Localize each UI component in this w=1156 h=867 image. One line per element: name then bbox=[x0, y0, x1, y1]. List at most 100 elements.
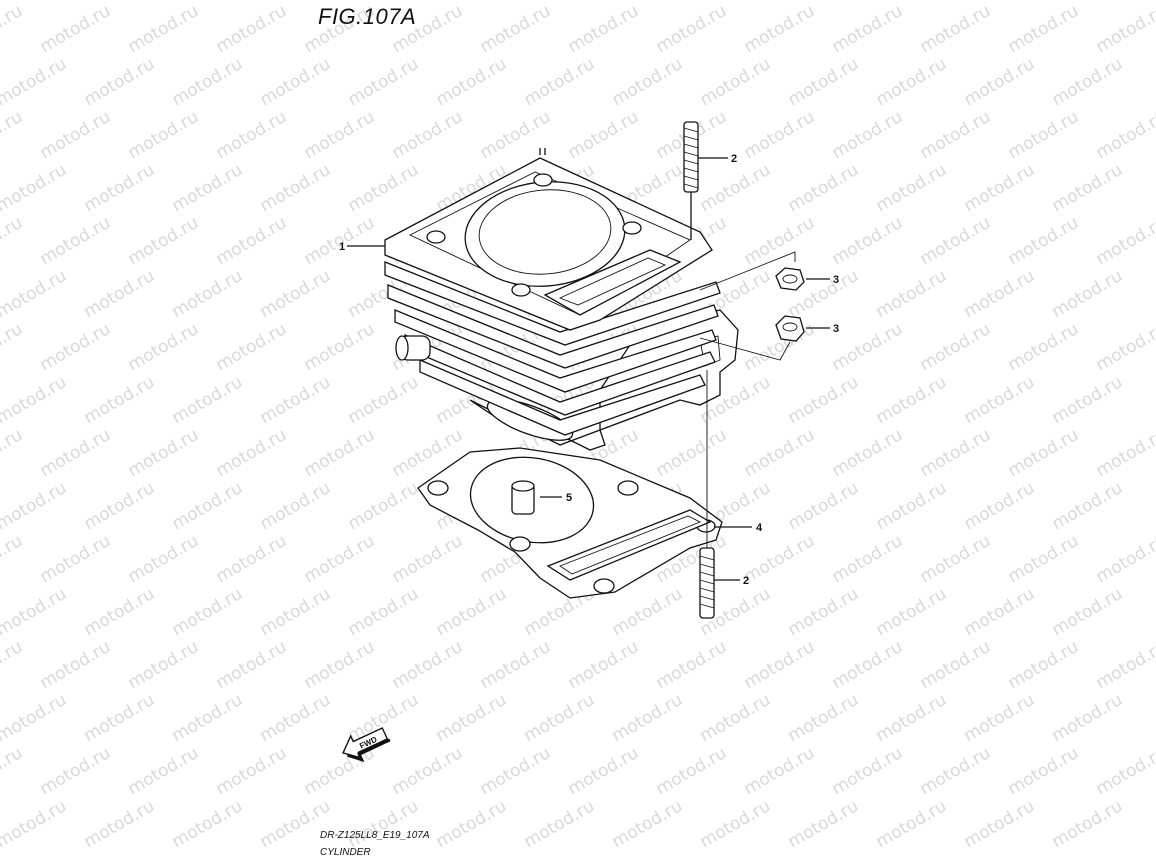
watermark-text: motod.ru bbox=[169, 372, 247, 428]
fwd-arrow-icon: FWD bbox=[342, 727, 391, 763]
watermark-text: motod.ru bbox=[785, 584, 863, 640]
watermark-text: motod.ru bbox=[961, 160, 1039, 216]
watermark-text: motod.ru bbox=[125, 107, 203, 163]
watermark-text: motod.ru bbox=[81, 796, 159, 852]
reference-code: DR-Z125LL8_E19_107A bbox=[320, 830, 430, 841]
watermark-text: motod.ru bbox=[829, 531, 907, 587]
watermark-text: motod.ru bbox=[0, 213, 26, 269]
dowel-pin-part-5[interactable] bbox=[511, 480, 535, 515]
watermark-text: motod.ru bbox=[389, 531, 467, 587]
watermark-text: motod.ru bbox=[301, 107, 379, 163]
watermark-text: motod.ru bbox=[81, 54, 159, 110]
watermark-text: motod.ru bbox=[1005, 107, 1083, 163]
watermark-text: motod.ru bbox=[1093, 425, 1156, 481]
watermark-text: motod.ru bbox=[213, 743, 291, 799]
watermark-text: motod.ru bbox=[257, 54, 335, 110]
watermark-text: motod.ru bbox=[609, 584, 687, 640]
watermark-text: motod.ru bbox=[0, 425, 26, 481]
watermark-text: motod.ru bbox=[1049, 478, 1127, 534]
watermark-text: motod.ru bbox=[653, 637, 731, 693]
watermark-text: motod.ru bbox=[565, 1, 643, 57]
watermark-text: motod.ru bbox=[345, 584, 423, 640]
watermark-text: motod.ru bbox=[257, 266, 335, 322]
watermark-text: motod.ru bbox=[345, 54, 423, 110]
gasket-part-4[interactable] bbox=[417, 447, 723, 599]
watermark-text: motod.ru bbox=[345, 160, 423, 216]
watermark-text: motod.ru bbox=[0, 1, 26, 57]
watermark-text: motod.ru bbox=[81, 690, 159, 746]
watermark-text: motod.ru bbox=[213, 425, 291, 481]
watermark-text: motod.ru bbox=[0, 531, 26, 587]
watermark-text: motod.ru bbox=[37, 743, 115, 799]
watermark-text: motod.ru bbox=[37, 1, 115, 57]
nut-top-part-3[interactable] bbox=[775, 267, 805, 291]
watermark-text: motod.ru bbox=[873, 584, 951, 640]
watermark-text: motod.ru bbox=[433, 54, 511, 110]
watermark-text: motod.ru bbox=[257, 372, 335, 428]
figure-title: FIG.107A bbox=[318, 4, 417, 29]
watermark-text: motod.ru bbox=[169, 0, 247, 4]
watermark-text: motod.ru bbox=[1049, 584, 1127, 640]
watermark-text: motod.ru bbox=[917, 743, 995, 799]
watermark-text: motod.ru bbox=[917, 425, 995, 481]
watermark-text: motod.ru bbox=[81, 160, 159, 216]
watermark-text: motod.ru bbox=[785, 0, 863, 4]
part-name: CYLINDER bbox=[320, 847, 371, 858]
watermark-text: motod.ru bbox=[1005, 531, 1083, 587]
watermark-text: motod.ru bbox=[81, 478, 159, 534]
watermark-text: motod.ru bbox=[609, 54, 687, 110]
watermark-text: motod.ru bbox=[81, 266, 159, 322]
watermark-text: motod.ru bbox=[125, 319, 203, 375]
watermark-text: motod.ru bbox=[301, 637, 379, 693]
watermark-text: motod.ru bbox=[0, 372, 70, 428]
watermark-text: motod.ru bbox=[125, 213, 203, 269]
watermark-text: motod.ru bbox=[213, 319, 291, 375]
watermark-text: motod.ru bbox=[0, 160, 70, 216]
watermark-text: motod.ru bbox=[1093, 743, 1156, 799]
watermark-text: motod.ru bbox=[301, 425, 379, 481]
watermark-text: motod.ru bbox=[0, 107, 26, 163]
watermark-text: motod.ru bbox=[345, 796, 423, 852]
watermark-text: motod.ru bbox=[653, 743, 731, 799]
watermark-text: motod.ru bbox=[829, 319, 907, 375]
watermark-text: motod.ru bbox=[0, 743, 26, 799]
stud-bolt-bottom-part-2[interactable] bbox=[699, 547, 715, 619]
watermark-text: motod.ru bbox=[169, 160, 247, 216]
watermark-text: motod.ru bbox=[829, 213, 907, 269]
watermark-text: motod.ru bbox=[741, 531, 819, 587]
watermark-text: motod.ru bbox=[741, 107, 819, 163]
watermark-text: motod.ru bbox=[1049, 54, 1127, 110]
watermark-text: motod.ru bbox=[785, 690, 863, 746]
watermark-text: motod.ru bbox=[477, 743, 555, 799]
nut-bottom-part-3[interactable] bbox=[775, 315, 805, 342]
watermark-text: motod.ru bbox=[609, 0, 687, 4]
watermark-text: motod.ru bbox=[1049, 796, 1127, 852]
watermark-text: motod.ru bbox=[917, 107, 995, 163]
watermark-text: motod.ru bbox=[873, 796, 951, 852]
watermark-text: motod.ru bbox=[257, 796, 335, 852]
watermark-text: motod.ru bbox=[433, 584, 511, 640]
watermark-text: motod.ru bbox=[873, 266, 951, 322]
watermark-text: motod.ru bbox=[125, 637, 203, 693]
stud-bolt-top-part-2[interactable] bbox=[683, 121, 699, 240]
watermark-text: motod.ru bbox=[1093, 637, 1156, 693]
watermark-text: motod.ru bbox=[301, 319, 379, 375]
callout-3-top: 3 bbox=[833, 274, 839, 286]
watermark-text: motod.ru bbox=[125, 1, 203, 57]
watermark-text: motod.ru bbox=[81, 584, 159, 640]
watermark-text: motod.ru bbox=[477, 107, 555, 163]
watermark-text: motod.ru bbox=[741, 637, 819, 693]
watermark-text: motod.ru bbox=[81, 372, 159, 428]
watermark-text: motod.ru bbox=[565, 637, 643, 693]
watermark-text: motod.ru bbox=[873, 0, 951, 4]
watermark-text: motod.ru bbox=[609, 690, 687, 746]
callout-2-top: 2 bbox=[731, 153, 737, 165]
watermark-text: motod.ru bbox=[917, 213, 995, 269]
callout-1: 1 bbox=[339, 241, 345, 253]
watermark-text: motod.ru bbox=[521, 54, 599, 110]
watermark-text: motod.ru bbox=[0, 54, 70, 110]
watermark-text: motod.ru bbox=[785, 478, 863, 534]
cylinder-part-1[interactable] bbox=[384, 148, 739, 451]
watermark-text: motod.ru bbox=[1049, 160, 1127, 216]
watermark-text: motod.ru bbox=[873, 160, 951, 216]
